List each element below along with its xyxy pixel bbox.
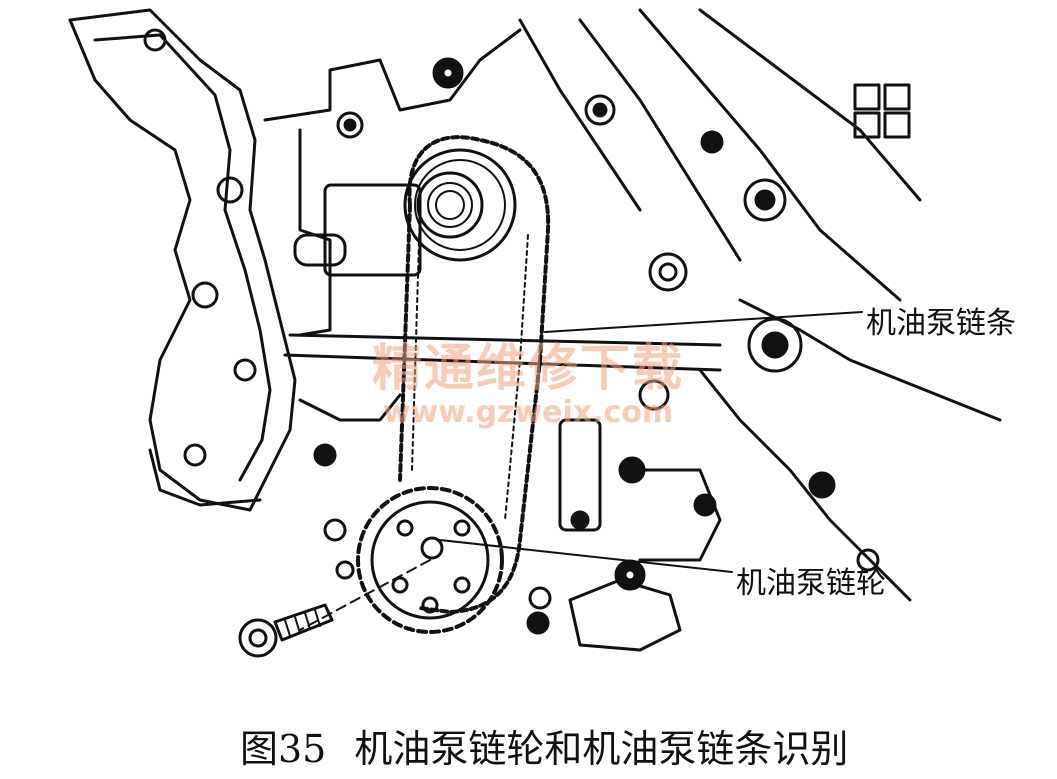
sprocket-leader-line xyxy=(439,539,733,573)
label-oil-pump-sprocket: 机油泵链轮 xyxy=(736,566,886,601)
left-housing xyxy=(68,8,297,512)
chain-leader-line xyxy=(544,311,863,333)
oil-pump-chain xyxy=(407,135,551,614)
label-oil-pump-chain: 机油泵链条 xyxy=(866,306,1016,341)
figure-caption: 图35 机油泵链轮和机油泵链条识别 xyxy=(240,718,848,773)
caption-text: 机油泵链轮和机油泵链条识别 xyxy=(354,727,849,771)
figure-number: 图35 xyxy=(240,727,327,771)
sprocket-bolt xyxy=(273,603,334,642)
